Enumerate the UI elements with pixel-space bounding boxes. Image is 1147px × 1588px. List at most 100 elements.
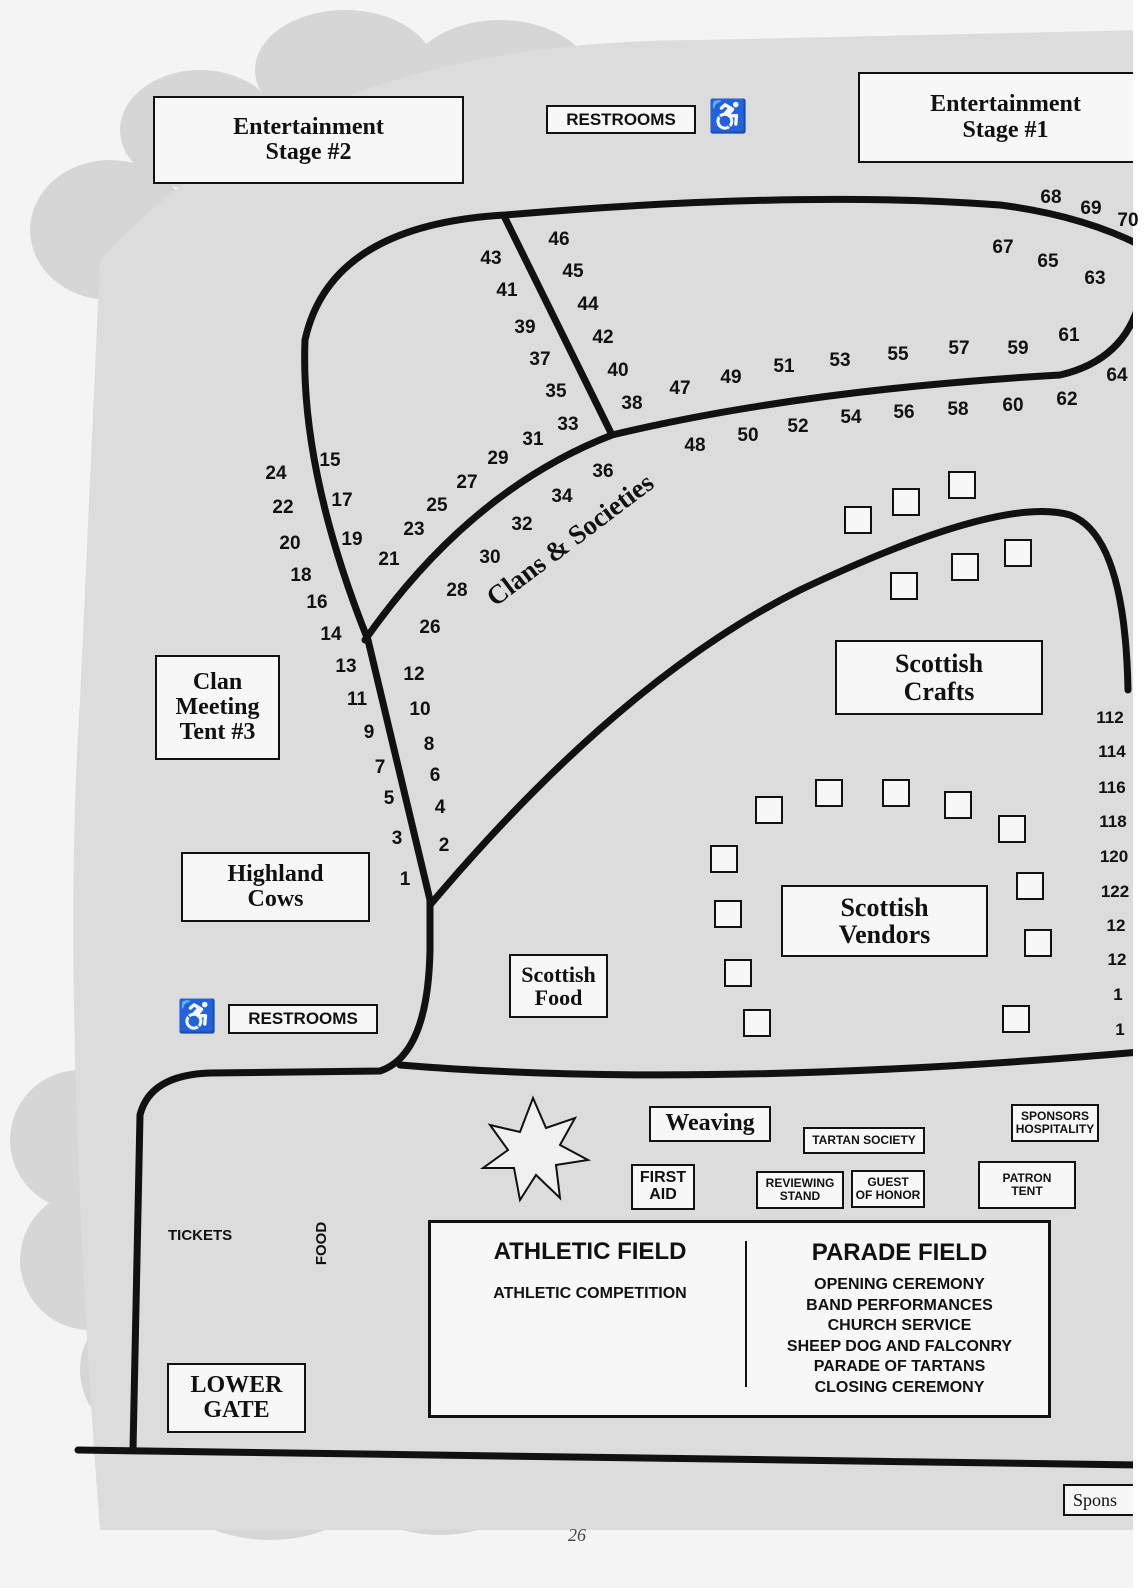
vendor-stall <box>892 488 920 516</box>
booth-number: 8 <box>423 734 435 755</box>
booth-number: 51 <box>773 356 795 377</box>
vendor-stall <box>890 572 918 600</box>
vendor-stall <box>844 506 872 534</box>
booth-number: 55 <box>887 344 909 365</box>
booth-number: 5 <box>383 788 395 809</box>
booth-number: 13 <box>335 656 357 677</box>
vendor-stall <box>882 779 910 807</box>
booth-number: 11 <box>346 689 368 710</box>
vendor-stall <box>944 791 972 819</box>
label: Tent #3 <box>179 719 256 746</box>
page-edge <box>1133 0 1147 1588</box>
booth-number: 12 <box>1106 916 1126 935</box>
athletic-field: ATHLETIC FIELD ATHLETIC COMPETITION <box>431 1239 749 1303</box>
athletic-item: ATHLETIC COMPETITION <box>493 1285 687 1303</box>
booth-number: 48 <box>684 435 706 456</box>
label: Scottish <box>894 649 984 679</box>
booth-number: 30 <box>479 547 501 568</box>
vendor-stall <box>1016 872 1044 900</box>
booth-number: 46 <box>548 229 570 250</box>
booth-number: 36 <box>592 461 614 482</box>
booth-number: 14 <box>320 624 342 645</box>
booth-number: 22 <box>272 497 294 518</box>
south-road <box>396 1048 1144 1079</box>
label: Cows <box>247 886 304 912</box>
parade-item: BAND PERFORMANCES <box>806 1296 993 1314</box>
booth-number: 15 <box>319 450 341 471</box>
booth-number: 45 <box>562 261 584 282</box>
booth-number: 67 <box>992 237 1014 258</box>
label: FIRST <box>639 1169 687 1187</box>
booth-number: 7 <box>374 757 386 778</box>
label: Meeting <box>175 693 260 720</box>
clans-road <box>361 296 1144 644</box>
vendor-stall <box>998 815 1026 843</box>
label: Stage #1 <box>962 116 1049 143</box>
label: Spons <box>1073 1489 1118 1510</box>
booth-number: 18 <box>290 565 312 586</box>
booth-number: 10 <box>409 699 431 720</box>
parade-item: CHURCH SERVICE <box>827 1317 972 1334</box>
booth-number: 63 <box>1084 268 1106 289</box>
booth-number: 59 <box>1007 338 1029 359</box>
booth-number: 1 <box>1115 1020 1125 1039</box>
label: Stage #2 <box>265 139 352 165</box>
label: Food <box>534 985 583 1010</box>
restrooms-top: RESTROOMS <box>546 105 696 134</box>
booth-number: 37 <box>529 349 551 370</box>
vendor-stall <box>755 796 783 824</box>
label: RESTROOMS <box>566 109 676 129</box>
booth-number: 58 <box>947 399 969 420</box>
label: LOWER <box>190 1371 283 1398</box>
vendor-stall <box>948 471 976 499</box>
star-landmark-icon <box>479 1095 592 1203</box>
booth-number: 68 <box>1040 187 1062 208</box>
vendor-stall <box>714 900 742 928</box>
booth-number: 53 <box>829 350 851 371</box>
booth-number: 4 <box>434 797 446 818</box>
booth-number: 21 <box>378 549 400 570</box>
label: TENT <box>1011 1184 1043 1198</box>
divider <box>745 1241 747 1387</box>
booth-number: 17 <box>331 490 353 511</box>
booth-number: 118 <box>1099 812 1127 831</box>
outer-road <box>129 195 1144 1454</box>
booth-number: 50 <box>737 425 759 446</box>
booth-number: 35 <box>545 381 567 402</box>
parade-title: PARADE FIELD <box>811 1239 988 1266</box>
booth-number: 69 <box>1080 198 1102 219</box>
booth-number: 16 <box>306 592 328 613</box>
booth-number: 65 <box>1037 251 1059 272</box>
cross-road <box>501 214 616 439</box>
booth-number: 2 <box>438 835 450 856</box>
label: Crafts <box>903 676 975 706</box>
booth-number: 23 <box>403 519 425 540</box>
booth-number: 47 <box>669 378 691 399</box>
label: PATRON <box>1002 1171 1052 1186</box>
booth-number: 1 <box>1113 985 1123 1004</box>
label: TARTAN SOCIETY <box>812 1133 916 1148</box>
booth-number: 25 <box>426 495 448 516</box>
label: Entertainment <box>233 113 384 140</box>
label: STAND <box>779 1189 821 1203</box>
booth-number: 70 <box>1117 210 1139 231</box>
label: Entertainment <box>930 91 1081 118</box>
label: GATE <box>203 1397 270 1423</box>
vendor-stall <box>951 553 979 581</box>
booth-number: 57 <box>948 338 970 359</box>
booth-number: 28 <box>446 580 468 601</box>
label: GUEST <box>867 1175 909 1190</box>
ground-line <box>74 1446 1144 1469</box>
restrooms-bottom: RESTROOMS <box>228 1004 378 1034</box>
page-number: 26 <box>568 1525 586 1545</box>
tartan-society: TARTAN SOCIETY <box>803 1127 925 1154</box>
vendor-stall <box>743 1009 771 1037</box>
booth-number: 64 <box>1106 365 1128 386</box>
booth-number: 56 <box>893 402 915 423</box>
